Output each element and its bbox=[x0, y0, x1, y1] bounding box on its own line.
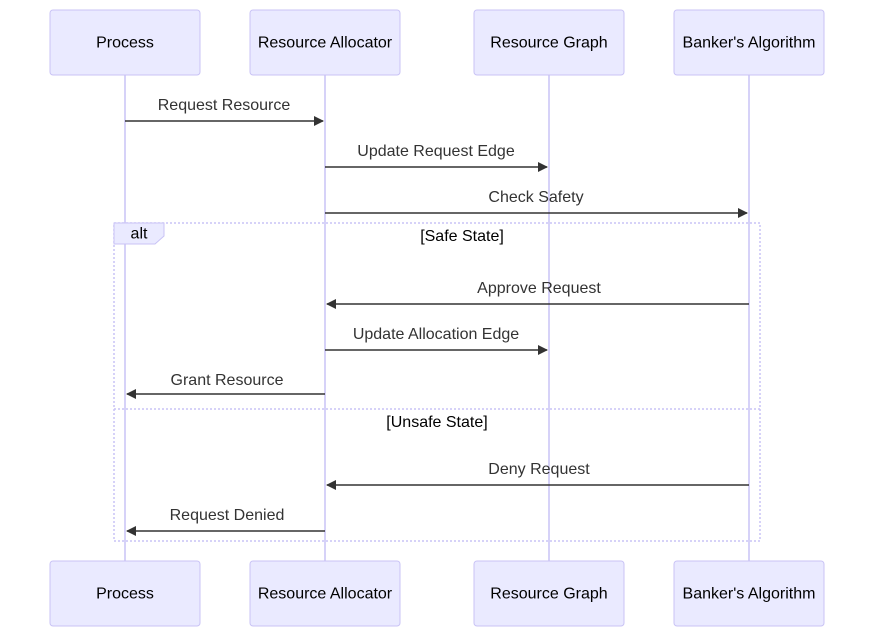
participant-process-bottom: Process bbox=[49, 560, 201, 627]
participant-resource-allocator-bottom: Resource Allocator bbox=[249, 560, 401, 627]
svg-text:Check Safety: Check Safety bbox=[488, 189, 583, 206]
participant-resource-graph-top: Resource Graph bbox=[473, 9, 625, 76]
alt-condition-unsafe: [Unsafe State] bbox=[386, 414, 487, 431]
svg-text:Update Allocation Edge: Update Allocation Edge bbox=[353, 326, 519, 343]
svg-text:Resource Graph: Resource Graph bbox=[490, 586, 607, 603]
svg-text:Resource Allocator: Resource Allocator bbox=[258, 35, 393, 52]
message-approve-request: Approve Request bbox=[326, 280, 749, 309]
message-update-allocation-edge: Update Allocation Edge bbox=[325, 326, 548, 355]
participant-resource-graph-bottom: Resource Graph bbox=[473, 560, 625, 627]
message-request-resource: Request Resource bbox=[125, 97, 324, 126]
alt-frame: alt [Safe State] [Unsafe State] bbox=[113, 222, 761, 542]
message-grant-resource: Grant Resource bbox=[126, 372, 325, 399]
svg-text:Request Resource: Request Resource bbox=[158, 97, 291, 114]
message-update-request-edge: Update Request Edge bbox=[325, 143, 548, 172]
message-check-safety: Check Safety bbox=[325, 189, 748, 218]
svg-text:Resource Graph: Resource Graph bbox=[490, 35, 607, 52]
participant-bankers-algorithm-bottom: Banker's Algorithm bbox=[673, 560, 825, 627]
svg-text:Resource Allocator: Resource Allocator bbox=[258, 586, 393, 603]
message-request-denied: Request Denied bbox=[126, 507, 325, 536]
alt-frame-border bbox=[113, 222, 761, 542]
svg-text:Request Denied: Request Denied bbox=[170, 507, 285, 524]
svg-text:Process: Process bbox=[96, 35, 154, 52]
participant-resource-allocator-top: Resource Allocator bbox=[249, 9, 401, 76]
participant-bankers-algorithm-top: Banker's Algorithm bbox=[673, 9, 825, 76]
svg-text:Banker's Algorithm: Banker's Algorithm bbox=[683, 35, 816, 52]
participant-process-top: Process bbox=[49, 9, 201, 76]
lifelines bbox=[124, 75, 750, 561]
alt-frame-label: alt bbox=[131, 226, 148, 243]
svg-text:Deny Request: Deny Request bbox=[488, 461, 590, 478]
message-deny-request: Deny Request bbox=[326, 461, 749, 490]
alt-frame-tab bbox=[113, 222, 165, 245]
svg-text:Banker's Algorithm: Banker's Algorithm bbox=[683, 586, 816, 603]
svg-text:Grant Resource: Grant Resource bbox=[171, 372, 284, 389]
alt-condition-safe: [Safe State] bbox=[420, 228, 504, 245]
svg-text:Update Request Edge: Update Request Edge bbox=[357, 143, 515, 160]
svg-text:Process: Process bbox=[96, 586, 154, 603]
svg-text:Approve Request: Approve Request bbox=[477, 280, 601, 297]
